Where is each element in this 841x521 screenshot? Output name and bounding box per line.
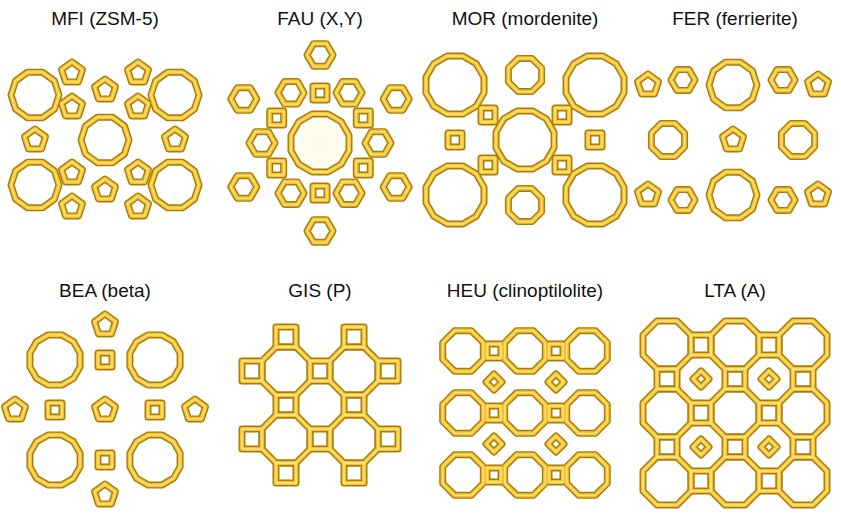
framework-label: LTA (A) <box>704 280 766 302</box>
framework-label: FAU (X,Y) <box>277 8 363 30</box>
framework-label: MOR (mordenite) <box>452 8 599 30</box>
mfi-framework <box>11 62 199 216</box>
lta-framework <box>643 321 827 505</box>
framework-label: BEA (beta) <box>59 280 151 302</box>
fau-framework <box>231 44 409 243</box>
framework-label: FER (ferrierite) <box>672 8 798 30</box>
mor-framework <box>426 56 624 224</box>
framework-label: HEU (clinoptilolite) <box>447 280 603 302</box>
heu-framework <box>443 331 608 496</box>
bea-framework <box>5 314 206 504</box>
framework-label: MFI (ZSM-5) <box>51 8 159 30</box>
fer-framework <box>638 62 829 218</box>
gis-framework <box>242 327 398 483</box>
framework-label: GIS (P) <box>288 280 351 302</box>
